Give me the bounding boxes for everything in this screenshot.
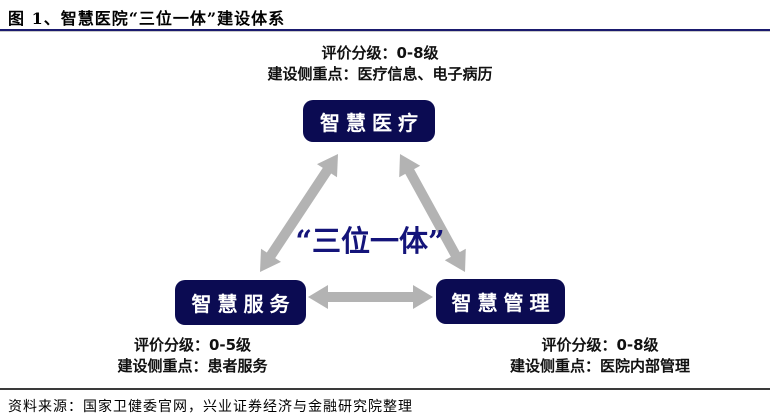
note-service-focus: 建设侧重点：患者服务: [117, 357, 268, 375]
note-service: 评价分级：0-5级 建设侧重点：患者服务: [50, 335, 335, 377]
note-management-grade: 评价分级：0-8级: [541, 336, 659, 354]
note-medical-focus: 建设侧重点：医疗信息、电子病历: [267, 65, 493, 83]
figure-title: 图 1、智慧医院“三位一体”建设体系: [8, 9, 286, 28]
node-management: 智慧管理: [436, 279, 565, 324]
node-medical: 智慧医疗: [303, 100, 435, 142]
note-medical: 评价分级：0-8级 建设侧重点：医疗信息、电子病历: [185, 43, 575, 85]
source-note: 资料来源：国家卫健委官网，兴业证券经济与金融研究院整理: [8, 399, 413, 415]
note-service-grade: 评价分级：0-5级: [133, 336, 252, 354]
note-management: 评价分级：0-8级 建设侧重点：医院内部管理: [450, 335, 750, 377]
title-divider: [0, 29, 770, 31]
footer-divider: [0, 388, 770, 390]
note-medical-grade: 评价分级：0-8级: [321, 44, 439, 62]
arrow-medical-management: [399, 154, 466, 272]
arrow-service-management: [308, 285, 433, 309]
arrow-medical-service: [260, 154, 338, 272]
node-service: 智慧服务: [175, 280, 306, 325]
center-label: “三位一体”: [295, 224, 445, 258]
note-management-focus: 建设侧重点：医院内部管理: [509, 357, 690, 375]
